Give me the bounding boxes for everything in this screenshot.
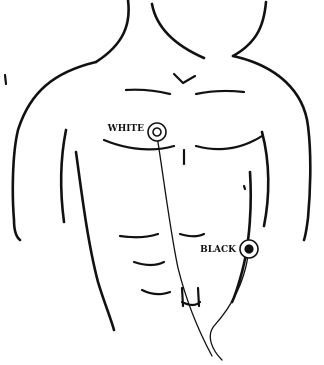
collarbones	[126, 90, 244, 94]
inner-arm-lines	[61, 130, 268, 226]
white-electrode-label: WHITE	[107, 124, 145, 134]
black-electrode-label: BLACK	[200, 245, 237, 255]
pectoral-lines	[104, 136, 262, 149]
black-electrode-center	[245, 245, 253, 253]
black-electrode: BLACK	[200, 240, 258, 258]
neck	[96, 0, 266, 62]
white-electrode-center	[153, 128, 161, 136]
white-electrode: WHITE	[107, 123, 166, 141]
abdominal-lines	[120, 234, 204, 306]
sternal-notch	[174, 74, 195, 83]
